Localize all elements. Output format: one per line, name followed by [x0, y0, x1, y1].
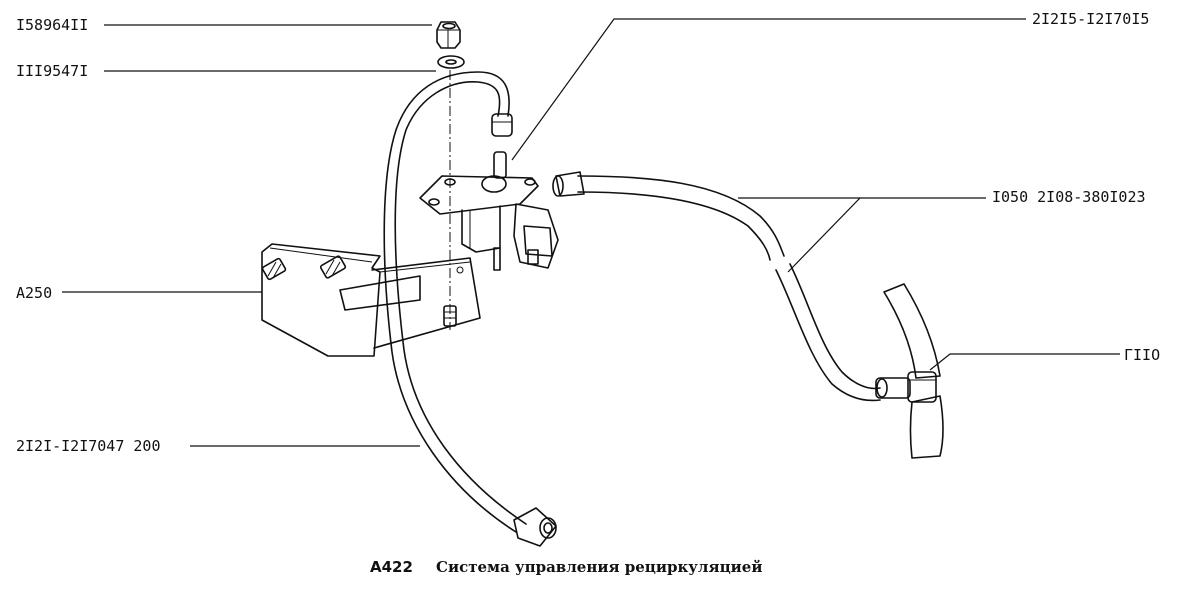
hose-short-drawing	[383, 71, 557, 547]
bracket-stud-3	[443, 305, 457, 327]
leader-lines	[62, 18, 1120, 447]
washer-drawing	[437, 55, 465, 69]
nut-drawing	[436, 21, 461, 49]
leader-hose-long	[787, 197, 986, 273]
label-washer: III9547I	[16, 62, 88, 80]
label-tee: ГIIО	[1124, 346, 1160, 364]
bracket-stud-2	[319, 255, 347, 279]
bracket-stud-1	[261, 257, 287, 281]
leader-tee	[929, 353, 1120, 371]
caption-code: А422	[370, 558, 413, 576]
label-hose-short: 2I2I-I2I7047 200	[16, 437, 161, 455]
leader-valve	[511, 18, 1026, 161]
bracket-drawing	[261, 243, 481, 357]
label-valve: 2I2I5-I2I70I5	[1032, 10, 1149, 28]
label-nut: I58964II	[16, 16, 88, 34]
valve-drawing	[419, 151, 559, 271]
hose-long-drawing	[552, 171, 881, 402]
label-bracket: A250	[16, 284, 52, 302]
tee-drawing	[875, 283, 944, 459]
caption-title: Система управления рециркуляцией	[436, 558, 762, 576]
label-hose-long: I050 2I08-380I023	[992, 188, 1146, 206]
